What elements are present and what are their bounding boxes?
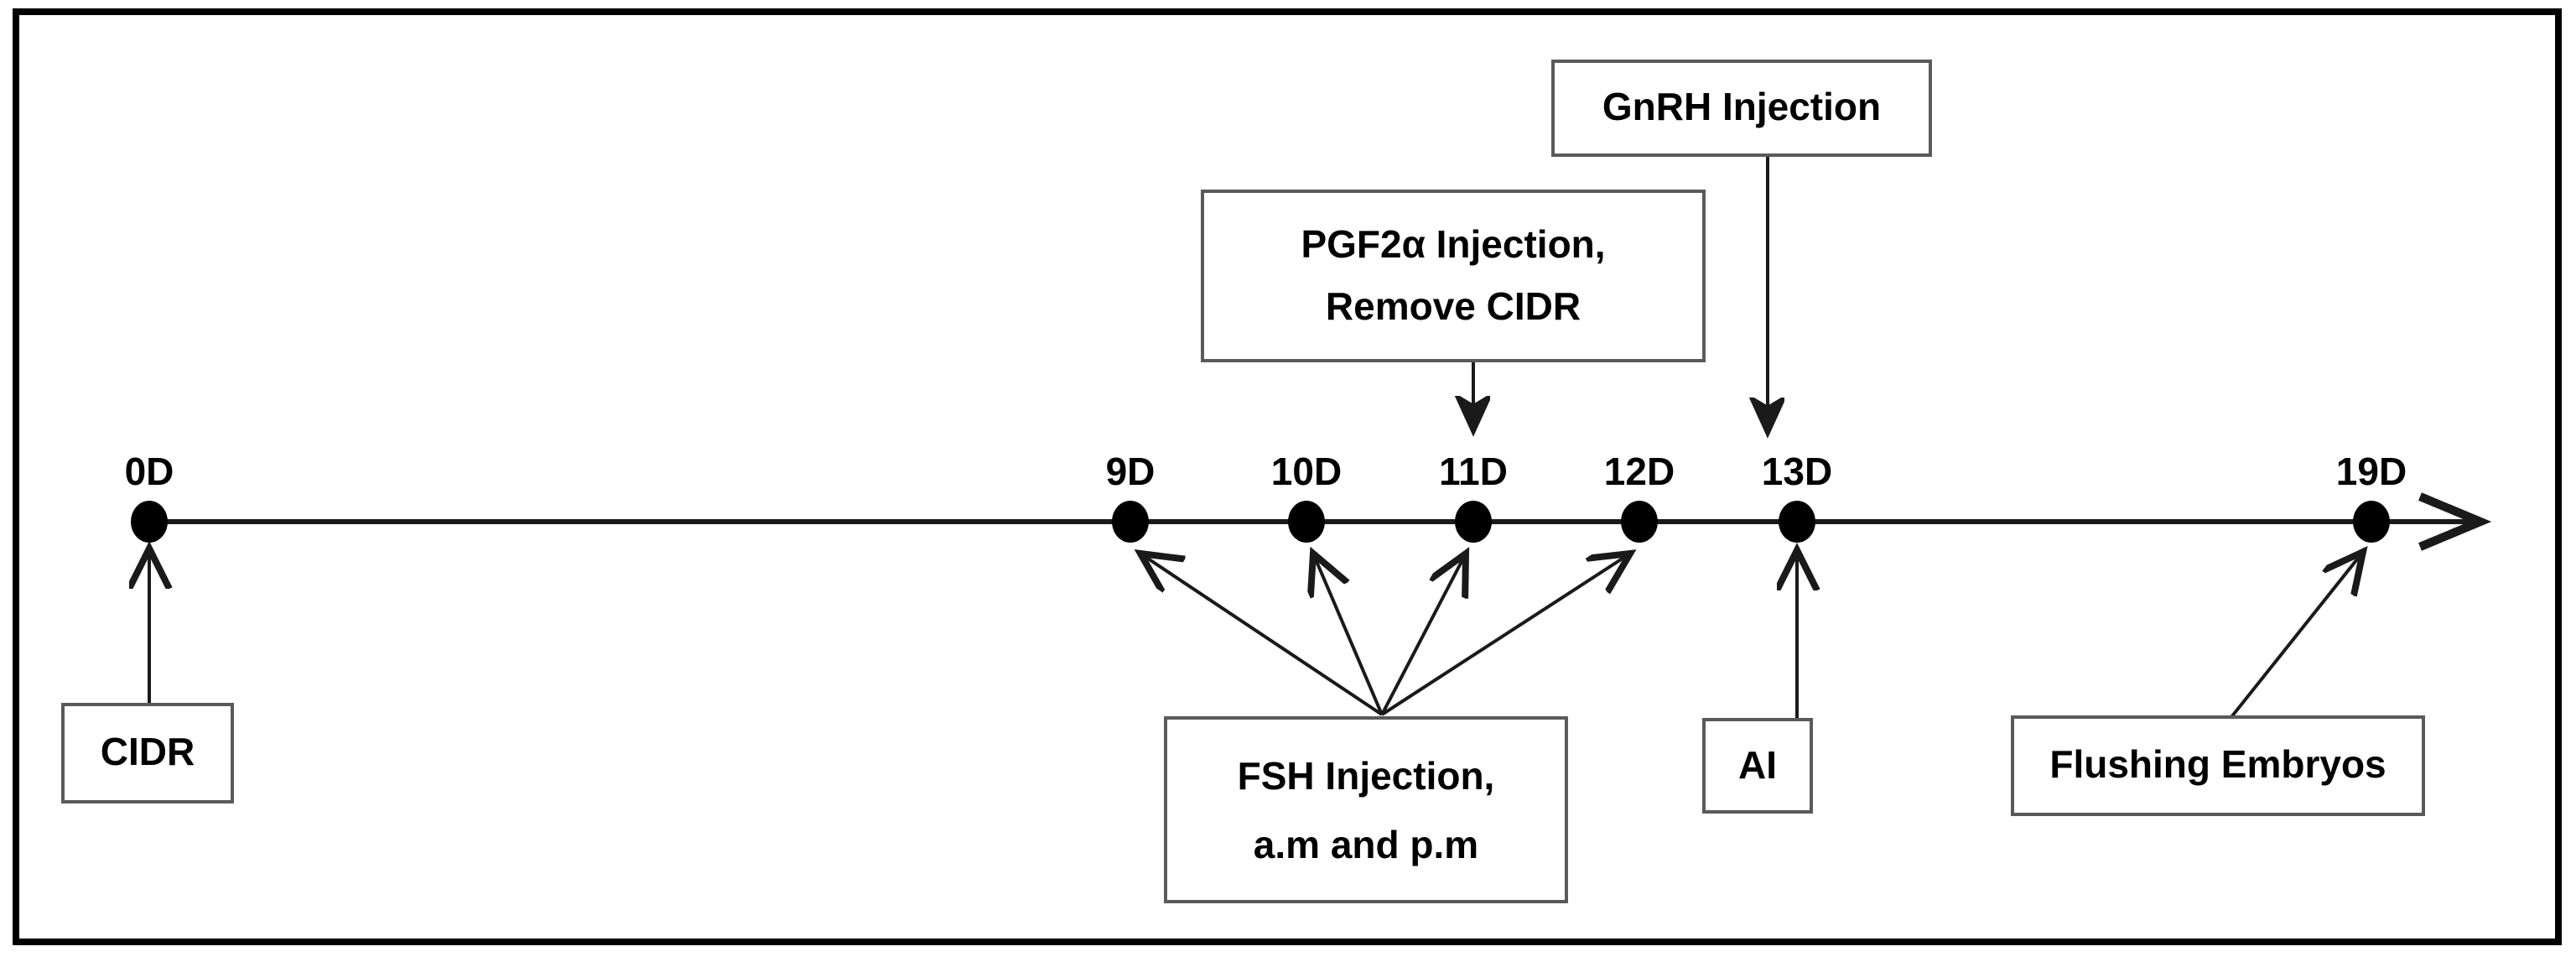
connector-fsh-to-10d <box>1313 554 1384 715</box>
day-label-19d: 19D <box>2336 450 2407 493</box>
timeline-dot-12d[interactable] <box>1621 501 1658 543</box>
flushing-embryos-box[interactable]: Flushing Embryos <box>2011 715 2425 816</box>
gnrh-box[interactable]: GnRH Injection <box>1551 60 1932 157</box>
pgf2a-box-label-line2: Remove CIDR <box>1326 284 1581 328</box>
connector-fsh-to-9d <box>1140 554 1384 716</box>
gnrh-box-label: GnRH Injection <box>1602 85 1881 128</box>
flushing-embryos-box-rect <box>2011 715 2425 816</box>
day-label-9d: 9D <box>1106 450 1156 493</box>
cidr-box-rect <box>61 703 234 803</box>
pgf2a-box[interactable]: PGF2α Injection, Remove CIDR <box>1201 190 1706 362</box>
ai-box-label: AI <box>1738 743 1777 787</box>
timeline-dot-0d[interactable] <box>131 501 168 543</box>
timeline-dot-9d[interactable] <box>1112 501 1149 543</box>
fsh-box-label-line2: a.m and p.m <box>1254 823 1478 866</box>
timeline-dot-11d[interactable] <box>1455 501 1492 543</box>
day-label-0d: 0D <box>125 450 174 493</box>
gnrh-box-rect <box>1551 60 1932 157</box>
timeline-dot-13d[interactable] <box>1779 501 1815 543</box>
connector-flushing-to-19d <box>2230 552 2363 719</box>
ai-box[interactable]: AI <box>1702 718 1813 814</box>
day-label-13d: 13D <box>1762 450 1832 493</box>
connector-fsh-to-12d <box>1380 554 1630 716</box>
day-label-11d: 11D <box>1439 450 1508 493</box>
pgf2a-box-label-line1: PGF2α Injection, <box>1301 222 1605 266</box>
connector-fsh-to-11d <box>1380 554 1466 715</box>
fsh-box-label-line1: FSH Injection, <box>1238 754 1495 798</box>
cidr-box-label: CIDR <box>101 730 195 773</box>
fsh-box[interactable]: FSH Injection, a.m and p.m <box>1164 716 1568 903</box>
day-label-12d: 12D <box>1604 450 1675 493</box>
day-label-10d: 10D <box>1271 450 1342 493</box>
timeline-dot-19d[interactable] <box>2353 501 2390 543</box>
timeline-dot-10d[interactable] <box>1288 501 1325 543</box>
connectors-group <box>149 155 2363 720</box>
day-labels-group: 0D 9D 10D 11D 12D 13D 19D <box>125 450 2407 493</box>
flushing-embryos-box-label: Flushing Embryos <box>2049 742 2386 786</box>
ai-box-rect <box>1702 718 1813 814</box>
fsh-box-rect <box>1164 716 1568 903</box>
timeline-nodes-group <box>131 501 2390 543</box>
cidr-box[interactable]: CIDR <box>61 703 234 803</box>
pgf2a-box-rect <box>1201 190 1706 362</box>
